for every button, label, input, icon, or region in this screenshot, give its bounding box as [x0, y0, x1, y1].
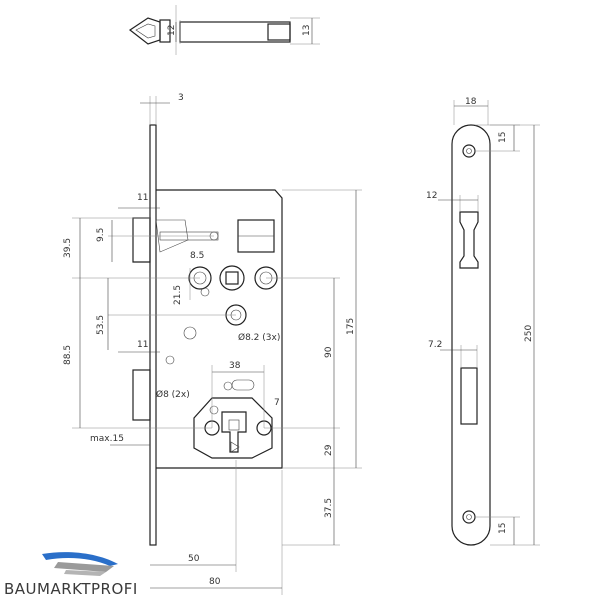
front-view-faceplate — [438, 100, 540, 546]
dim-38: 38 — [229, 361, 241, 371]
baumarktprofi-logo — [42, 552, 118, 576]
dim-18: 18 — [465, 97, 477, 107]
dim-8-2-3x: Ø8.2 (3x) — [238, 332, 280, 343]
dim-8-5: 8.5 — [190, 251, 204, 261]
top-view-latch — [128, 5, 320, 55]
dim-11-bolt: 11 — [137, 340, 148, 350]
dim-11-top: 11 — [137, 193, 148, 203]
brand-name: BAUMARKTPROFI — [4, 580, 138, 598]
dim-top-13: 13 — [302, 25, 312, 36]
dim-175: 175 — [346, 318, 356, 335]
dim-max-15: max.15 — [90, 434, 124, 444]
dim-37-5: 37.5 — [324, 498, 334, 518]
dim-3: 3 — [178, 93, 184, 103]
dim-250: 250 — [524, 325, 534, 342]
dim-12: 12 — [426, 191, 437, 201]
dim-29: 29 — [324, 444, 334, 456]
dim-15-bottom: 15 — [498, 523, 508, 534]
dim-7-2: 7.2 — [428, 340, 442, 350]
dim-50: 50 — [188, 554, 200, 564]
logo-swoosh-blue — [42, 552, 118, 566]
dim-88-5: 88.5 — [63, 345, 73, 365]
dim-90: 90 — [324, 346, 334, 358]
logo-bar-grey — [54, 562, 114, 572]
dim-80: 80 — [209, 577, 221, 587]
dim-39-5: 39.5 — [63, 238, 73, 258]
dim-9-5: 9.5 — [96, 228, 106, 242]
dim-15-top: 15 — [498, 132, 508, 143]
logo-bar-grey-2 — [64, 570, 106, 576]
dim-top-12: 12 — [167, 25, 177, 36]
dim-8-2x: Ø8 (2x) — [156, 389, 190, 400]
dim-53-5: 53.5 — [96, 315, 106, 335]
dim-21-5: 21.5 — [173, 285, 183, 305]
dim-7: 7 — [274, 398, 280, 408]
side-view-lockbody — [72, 96, 362, 595]
